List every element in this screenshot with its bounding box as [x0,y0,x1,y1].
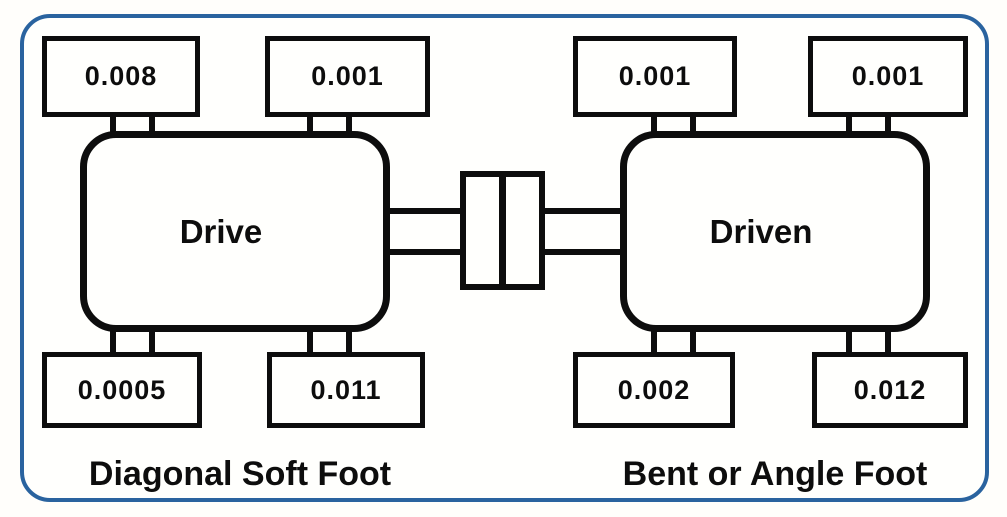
foot-drive-bottom-left [110,330,155,354]
machine-driven-label: Driven [709,212,813,250]
machine-drive: Drive [80,131,390,332]
gauge-value: 0.0005 [77,374,167,405]
gauge-value: 0.001 [618,61,692,91]
gauge-driven-top-right: 0.001 [808,36,968,117]
gauge-driven-bottom-left: 0.002 [573,352,735,428]
gauge-value: 0.008 [84,61,158,91]
shaft-drive [388,208,465,255]
gauge-drive-bottom-right: 0.011 [267,352,425,428]
coupling-divider [499,171,506,290]
gauge-value: 0.001 [851,61,925,91]
caption-bent-or-angle-foot: Bent or Angle Foot [622,455,928,493]
gauge-driven-bottom-right: 0.012 [812,352,968,428]
foot-drive-top-left [110,114,155,134]
gauge-value: 0.002 [617,374,691,405]
foot-driven-top-left [651,114,696,134]
gauge-value: 0.011 [310,374,382,405]
shaft-driven [541,208,622,255]
caption-diagonal-soft-foot: Diagonal Soft Foot [88,455,392,493]
gauge-drive-bottom-left: 0.0005 [42,352,202,428]
foot-drive-bottom-right [307,330,352,354]
foot-driven-top-right [846,114,891,134]
gauge-driven-top-left: 0.001 [573,36,737,117]
gauge-value: 0.012 [853,374,927,405]
foot-drive-top-right [307,114,352,134]
machine-driven: Driven [620,131,930,332]
machine-drive-label: Drive [179,212,263,250]
foot-driven-bottom-right [846,330,891,354]
gauge-drive-top-left: 0.008 [42,36,200,117]
foot-driven-bottom-left [651,330,696,354]
gauge-drive-top-right: 0.001 [265,36,430,117]
gauge-value: 0.001 [311,61,384,91]
